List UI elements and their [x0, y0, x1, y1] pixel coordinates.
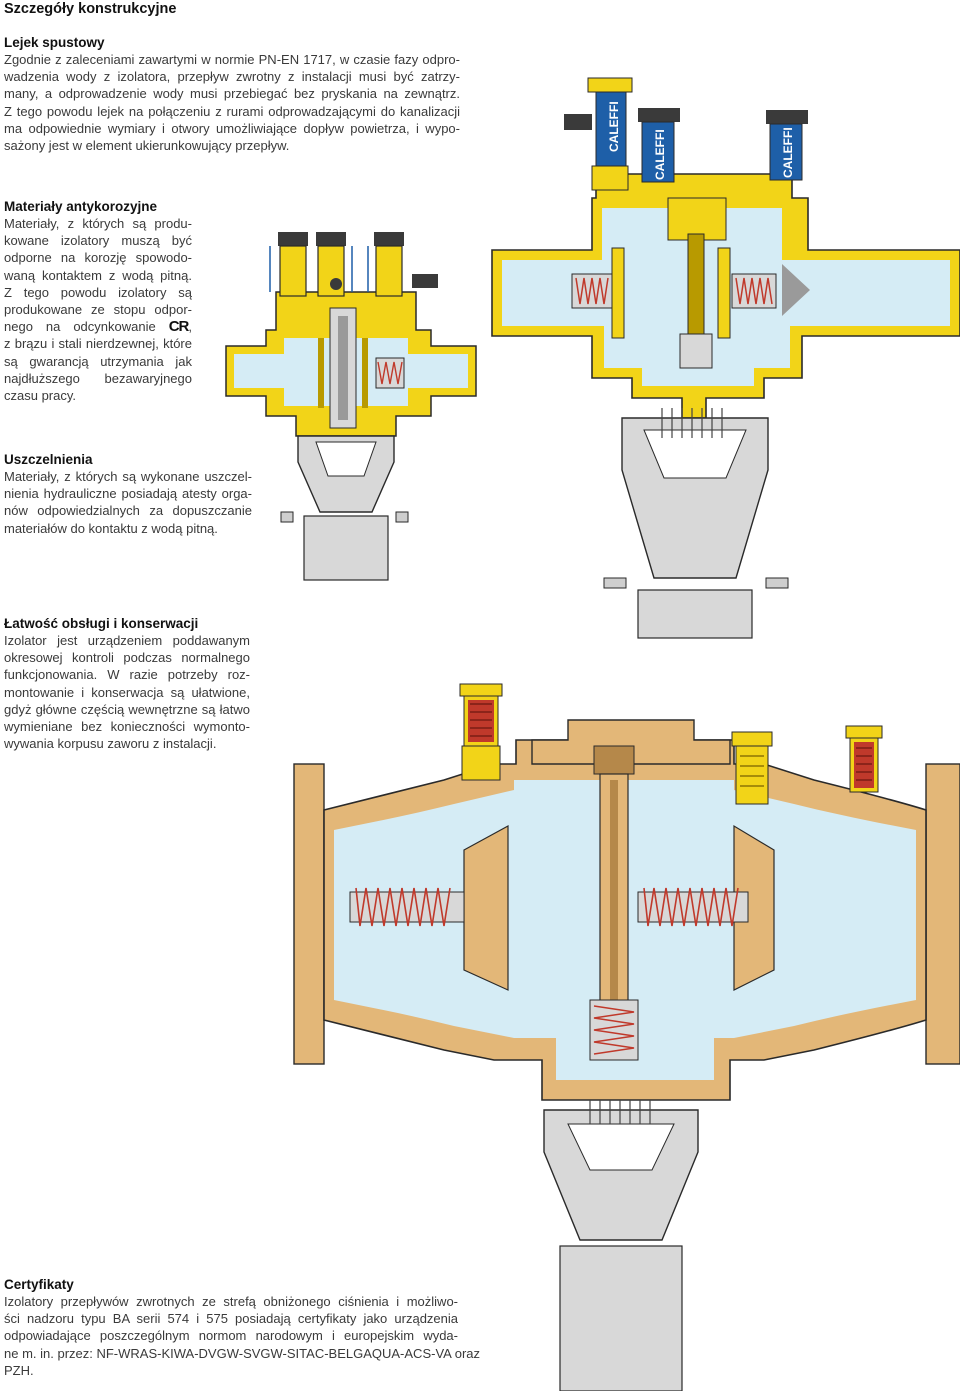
text-line: gdyż główne częścią wewnętrzne są łatwo: [4, 701, 250, 717]
cap-brand-lettering: CALEFFI: [781, 127, 795, 178]
section-text: Materiały, z których są wykonane uszczel…: [4, 468, 252, 537]
section-title: Materiały antykorozyjne: [4, 199, 158, 214]
text-line: funkcjonowania. W razie potrzeby roz-: [4, 667, 250, 683]
section-materialy: Materiały antykorozyjne Materiały, z któ…: [4, 198, 192, 404]
cap-brand-lettering: CALEFFI: [607, 101, 621, 152]
valve-large-cross-section: [293, 683, 960, 1391]
valve-small-cross-section: [225, 232, 477, 581]
text-line: Z tego powodu lejek na połączeniu z rura…: [4, 103, 460, 119]
section-text: Izolatory przepływów zwrotnych ze strefą…: [4, 1293, 481, 1379]
text-line: są gwarancją utrzymania jak: [4, 353, 192, 369]
section-uszczelnienia: Uszczelnienia Materiały, z których są wy…: [4, 451, 252, 537]
text-line: waną kontaktem z wodą pitną.: [4, 267, 192, 283]
section-text: Zgodnie z zaleceniami zawartymi w normie…: [4, 51, 460, 154]
text-line: wadzenia wody z izolatora, przepływ zwro…: [4, 69, 460, 85]
section-lejek: Lejek spustowy Zgodnie z zaleceniami zaw…: [4, 34, 460, 154]
text-line: wywania korpusu zaworu z instalacji.: [4, 736, 217, 752]
text-line: Materiały, z których są wykonane uszczel…: [4, 469, 252, 484]
valve-large-body: [293, 719, 960, 1391]
text-fragment: nego na odcynkowanie: [4, 319, 156, 335]
valve-large-caps: [459, 683, 883, 805]
text-line: ne m. in. przez: NF-WRAS-KIWA-DVGW-SVGW-…: [4, 1345, 481, 1361]
text-line: z brązu i stali nierdzewnej, które: [4, 336, 192, 352]
section-title: Łatwość obsługi i konserwacji: [4, 616, 199, 631]
text-line: ma odpowiednie wymiary i otwory umożliwi…: [4, 120, 460, 136]
section-title: Lejek spustowy: [4, 35, 105, 50]
valve-small-body: [225, 291, 477, 581]
text-line: odpowiadające poszczególnym normom narod…: [4, 1328, 458, 1344]
text-line: wymieniane bez konieczności wymonto-: [4, 719, 250, 735]
valve-top-right-cross-section: CALEFFI CALEFFI CALEFFI: [491, 77, 960, 639]
text-line: najdłuższego bezawaryjnego: [4, 370, 192, 386]
text-line: Izolatory przepływów zwrotnych ze strefą…: [4, 1294, 458, 1309]
spring-icon: [377, 361, 403, 385]
text-line: odporne na korozję spowodo-: [4, 250, 192, 266]
text-line: PZH.: [4, 1362, 34, 1378]
section-title: Uszczelnienia: [4, 452, 93, 467]
valve-small-caps: [269, 232, 438, 297]
text-line: Materiały, z których są produ-: [4, 216, 192, 231]
text-line: kowane izolatory muszą być: [4, 233, 192, 249]
text-line: Zgodnie z zaleceniami zawartymi w normie…: [4, 52, 460, 67]
text-line: okresowej kontroli podczas normalnego: [4, 650, 250, 666]
text-line: Z tego powodu izolatory są: [4, 284, 192, 300]
text-line: produkowane ze stopu odpor-: [4, 302, 192, 318]
text-line: sażony jest w element ukierunkowujący pr…: [4, 138, 290, 154]
page-title: Szczegóły konstrukcyjne: [4, 1, 177, 17]
text-line: many, a odprowadzenie wody musi przebieg…: [4, 86, 460, 102]
section-latwosc: Łatwość obsługi i konserwacji Izolator j…: [4, 615, 250, 752]
text-fragment: ,: [188, 319, 192, 335]
text-line: nów odpowiedzialnych za dopuszczanie: [4, 503, 252, 519]
text-line-with-cr: nego na odcynkowanie CR,: [4, 318, 192, 335]
text-line: czasu pracy.: [4, 388, 77, 404]
section-text: Izolator jest urządzeniem poddawanym okr…: [4, 632, 250, 752]
cr-mark: CR: [168, 318, 190, 336]
section-title: Certyfikaty: [4, 1277, 74, 1292]
text-line: Izolator jest urządzeniem poddawanym: [4, 633, 250, 648]
text-line: materiałów do kontaktu z wodą pitną.: [4, 520, 218, 536]
text-line: nienia hydrauliczne posiadają atesty org…: [4, 486, 252, 502]
valve-top-right-body: [491, 173, 960, 639]
text-line: ści nadzoru typu BA serii 574 i 575 posi…: [4, 1311, 458, 1327]
cap-brand-lettering: CALEFFI: [653, 129, 667, 180]
text-line: montowanie i konserwacja są ułatwione,: [4, 684, 250, 700]
valve-top-right-caps: CALEFFI CALEFFI CALEFFI: [564, 77, 808, 191]
section-certyfikaty: Certyfikaty Izolatory przepływów zwrotny…: [4, 1276, 481, 1379]
section-text: Materiały, z których są produ- kowane iz…: [4, 215, 192, 404]
